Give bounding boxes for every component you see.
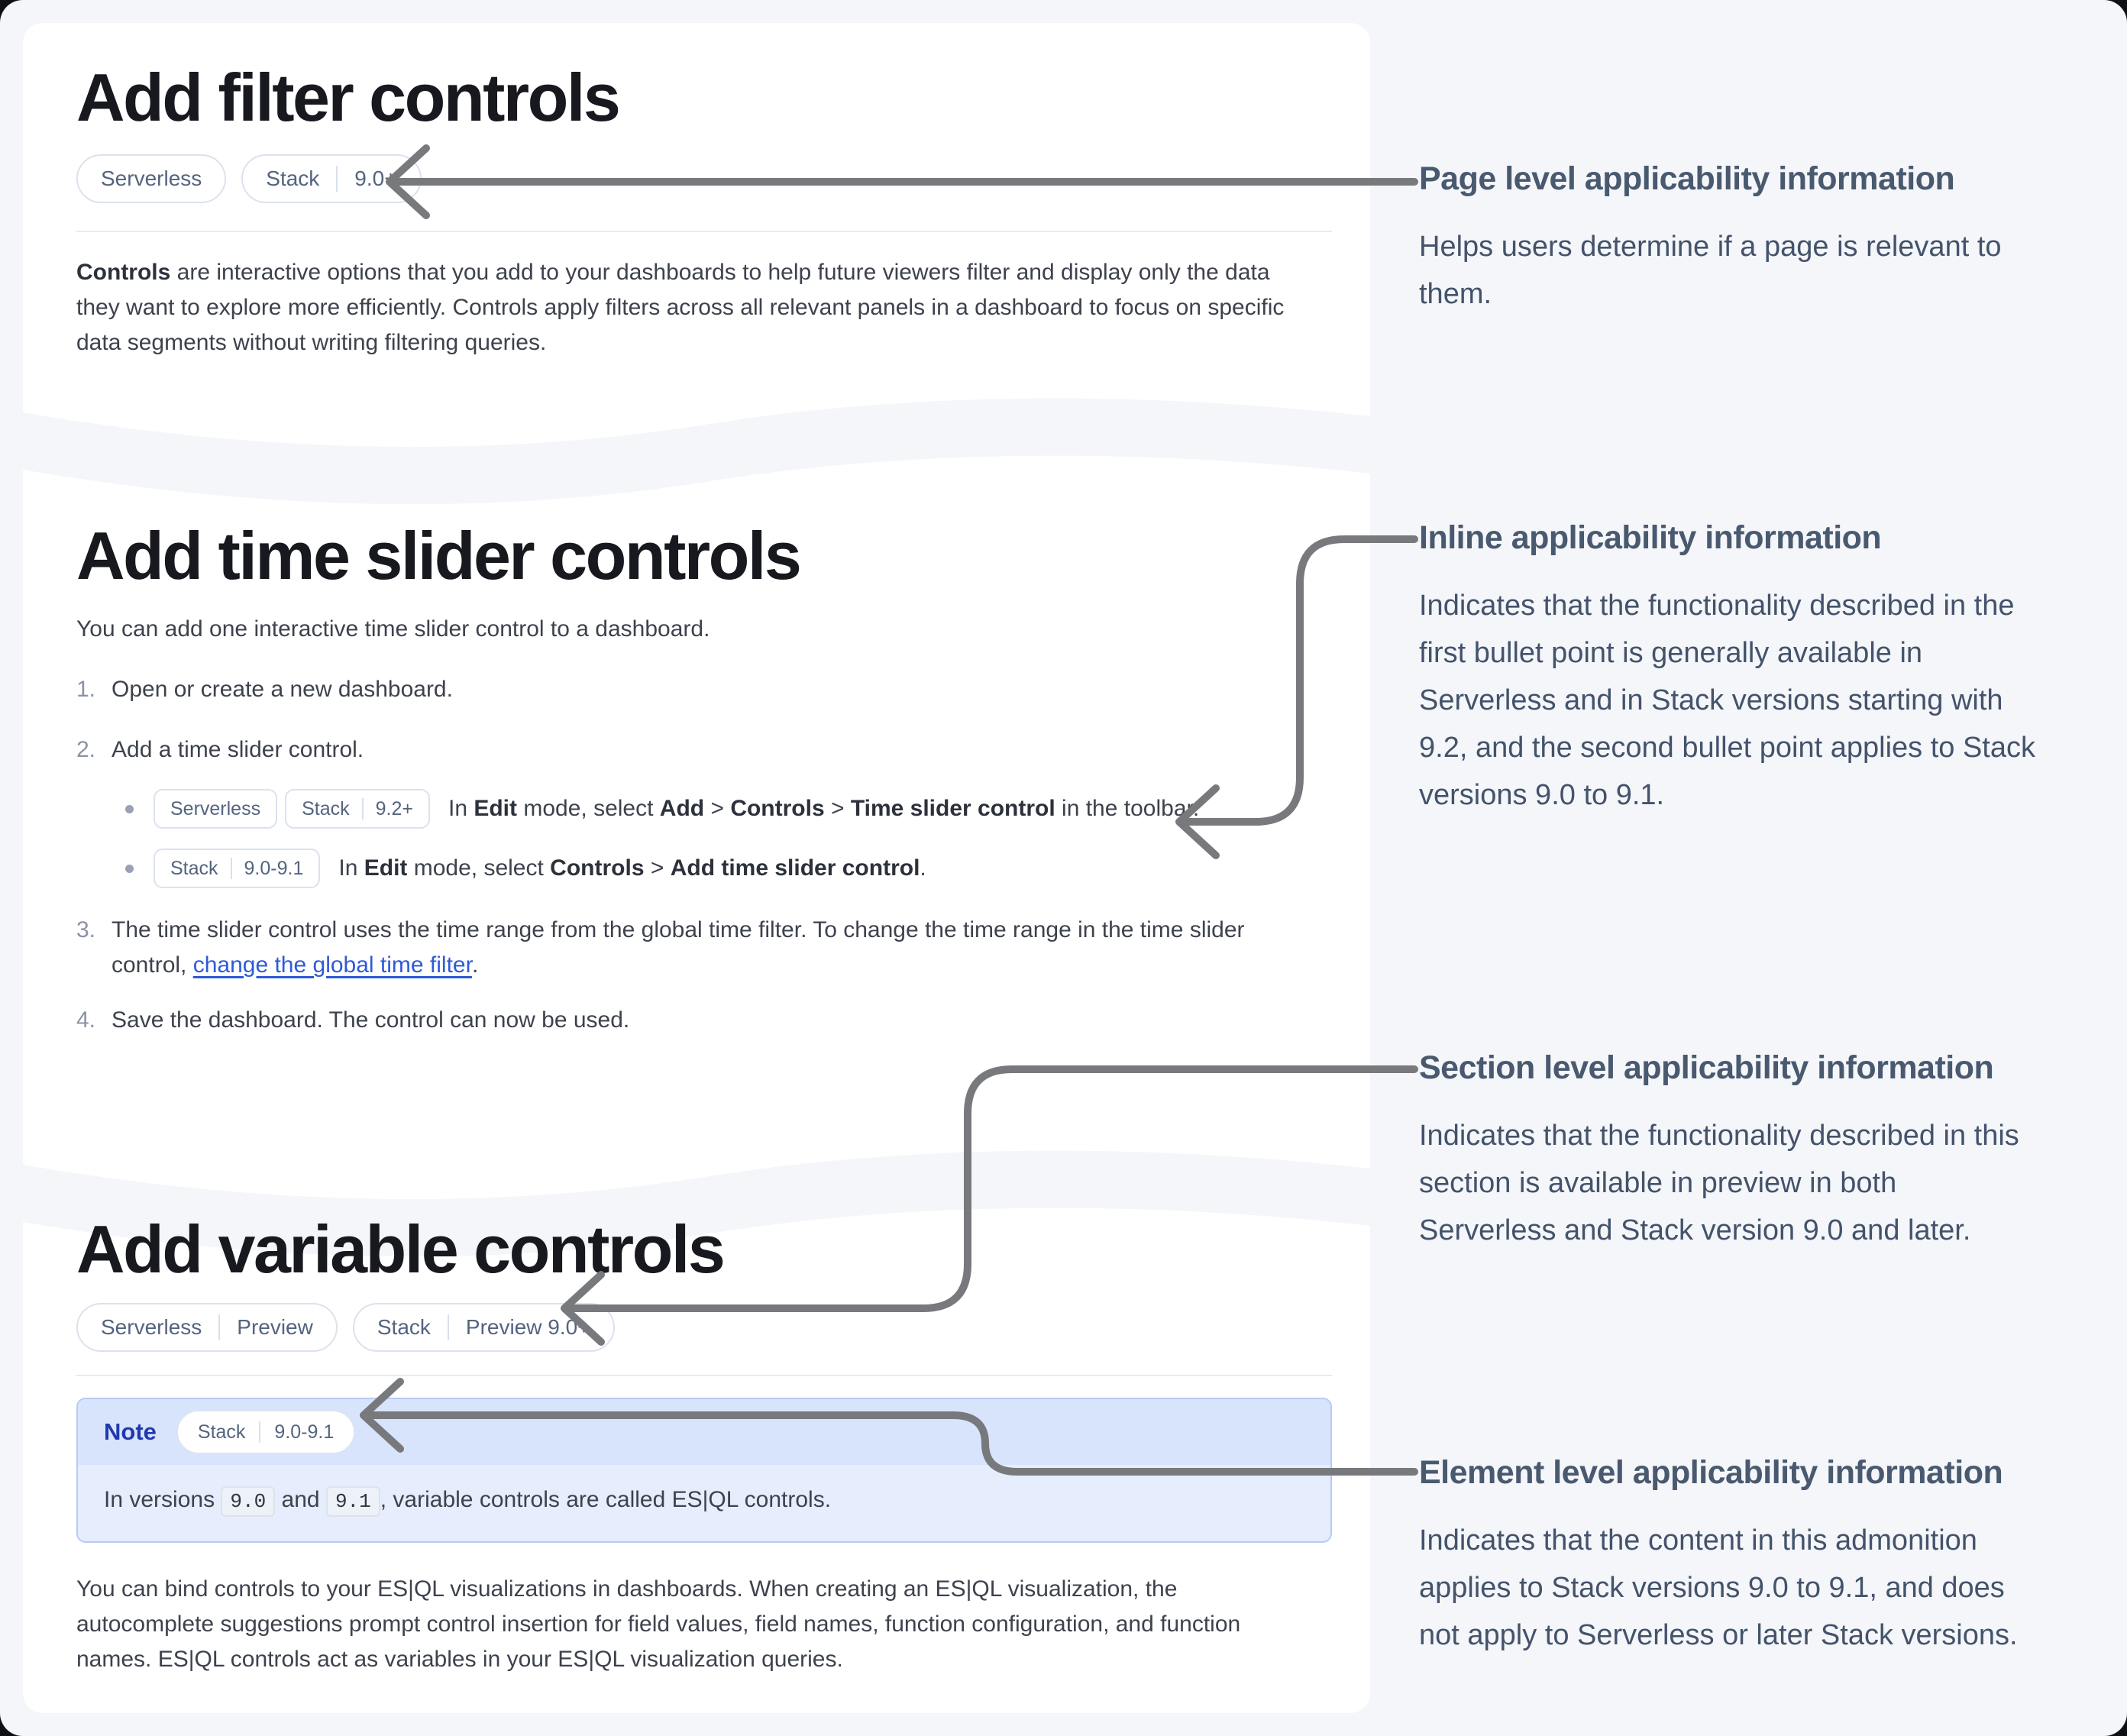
page-title: Add filter controls: [76, 60, 621, 135]
bullet-icon: [125, 804, 134, 813]
badge-divider: [230, 858, 232, 879]
badge-version: 9.0-9.1: [274, 1421, 335, 1443]
annotation-page-level: Page level applicability information Hel…: [1419, 159, 2068, 318]
code-chip: 9.1: [325, 1486, 380, 1517]
stack-badge: Stack 9.0-9.1: [154, 849, 321, 888]
badge-label: Stack: [197, 1421, 246, 1443]
badge-label: Serverless: [101, 1315, 202, 1339]
section-card-variable-controls: Add variable controls Serverless Preview…: [76, 1213, 1332, 1677]
badge-label: Stack: [170, 857, 218, 879]
bullet-text: In Edit mode, select Add > Controls > Ti…: [448, 796, 1200, 821]
annotation-body: Indicates that the content in this admon…: [1419, 1524, 2018, 1651]
note-body: In versions 9.0 and 9.1, variable contro…: [78, 1465, 1330, 1541]
badge-version: 9.2+: [375, 797, 413, 820]
badge-label: Stack: [377, 1315, 431, 1339]
step-number: 2.: [76, 737, 96, 762]
ordered-step-2: 2. Add a time slider control.: [76, 732, 1332, 768]
stack-badge: Stack 9.2+: [285, 789, 430, 829]
badge-lifecycle-version: Preview 9.0+: [465, 1315, 590, 1339]
badge-label: Stack: [302, 797, 350, 820]
badge-version: 9.0+: [354, 166, 397, 190]
bullet-text: In Edit mode, select Controls > Add time…: [338, 855, 926, 881]
ordered-step-4: 4. Save the dashboard. The control can n…: [76, 1003, 1332, 1038]
annotation-heading: Inline applicability information: [1419, 519, 1882, 556]
ordered-step-1: 1. Open or create a new dashboard.: [76, 672, 1332, 707]
badge-lifecycle: Preview: [237, 1315, 313, 1339]
badge-divider: [447, 1314, 449, 1340]
section-title: Add time slider controls: [76, 518, 802, 593]
code-chip: 9.0: [221, 1486, 276, 1517]
bullet-list: Serverless Stack 9.2+ In Edit mode, sele…: [125, 789, 1332, 888]
global-time-filter-link[interactable]: change the global time filter: [192, 952, 472, 978]
esql-paragraph: You can bind controls to your ES|QL visu…: [76, 1576, 1241, 1672]
section-intro: You can add one interactive time slider …: [76, 616, 710, 642]
intro-paragraph: Controls are interactive options that yo…: [76, 260, 1285, 355]
note-header: Note Stack 9.0-9.1: [78, 1399, 1330, 1465]
step-number: 1.: [76, 677, 96, 702]
badge-label: Serverless: [101, 166, 202, 190]
badge-divider: [336, 166, 338, 192]
serverless-preview-badge: Serverless Preview: [76, 1303, 338, 1352]
step-text: Open or create a new dashboard.: [112, 677, 453, 702]
annotation-body: Helps users determine if a page is relev…: [1419, 231, 2002, 310]
bullet-item-serverless-stack: Serverless Stack 9.2+ In Edit mode, sele…: [125, 789, 1332, 829]
badge-label: Stack: [266, 166, 320, 190]
bullet-icon: [125, 864, 134, 873]
section-applicability-badges: Serverless Preview Stack Preview 9.0+: [76, 1303, 1332, 1352]
section-card-filter-controls: Add filter controls Serverless Stack 9.0…: [76, 61, 1332, 360]
step-number: 4.: [76, 1007, 96, 1033]
badge-version: 9.0-9.1: [244, 857, 304, 879]
divider: [76, 231, 1332, 232]
serverless-badge: Serverless: [76, 154, 227, 203]
annotation-heading: Element level applicability information: [1419, 1454, 2003, 1491]
annotation-body: Indicates that the functionality describ…: [1419, 590, 2035, 811]
annotation-heading: Page level applicability information: [1419, 160, 1955, 197]
step-text: Add a time slider control.: [112, 737, 364, 762]
bullet-item-stack: Stack 9.0-9.1 In Edit mode, select Contr…: [125, 849, 1332, 888]
note-label: Note: [104, 1418, 157, 1445]
serverless-badge: Serverless: [154, 789, 278, 829]
annotation-body: Indicates that the functionality describ…: [1419, 1120, 2019, 1246]
annotation-inline-level: Inline applicability information Indicat…: [1419, 518, 2068, 819]
step-text: Save the dashboard. The control can now …: [112, 1007, 630, 1033]
annotation-heading: Section level applicability information: [1419, 1049, 1994, 1086]
stack-badge: Stack 9.0+: [241, 154, 422, 203]
divider: [76, 1375, 1332, 1376]
step-text: The time slider control uses the time ra…: [112, 917, 1245, 978]
annotation-section-level: Section level applicability information …: [1419, 1048, 2068, 1254]
section-title: Add variable controls: [76, 1211, 726, 1287]
badge-divider: [259, 1421, 261, 1443]
page-applicability-badges: Serverless Stack 9.0+: [76, 154, 1332, 203]
stack-preview-badge: Stack Preview 9.0+: [352, 1303, 615, 1352]
badge-label: Serverless: [170, 797, 261, 820]
ordered-step-3: 3. The time slider control uses the time…: [76, 913, 1332, 983]
note-admonition: Note Stack 9.0-9.1 In versions 9.0 and 9…: [76, 1398, 1332, 1543]
section-card-time-slider: Add time slider controls You can add one…: [76, 519, 1332, 1038]
annotation-element-level: Element level applicability information …: [1419, 1453, 2068, 1659]
step-number: 3.: [76, 917, 96, 942]
note-stack-badge: Stack 9.0-9.1: [176, 1410, 356, 1454]
badge-divider: [218, 1314, 221, 1340]
badge-divider: [361, 798, 364, 820]
